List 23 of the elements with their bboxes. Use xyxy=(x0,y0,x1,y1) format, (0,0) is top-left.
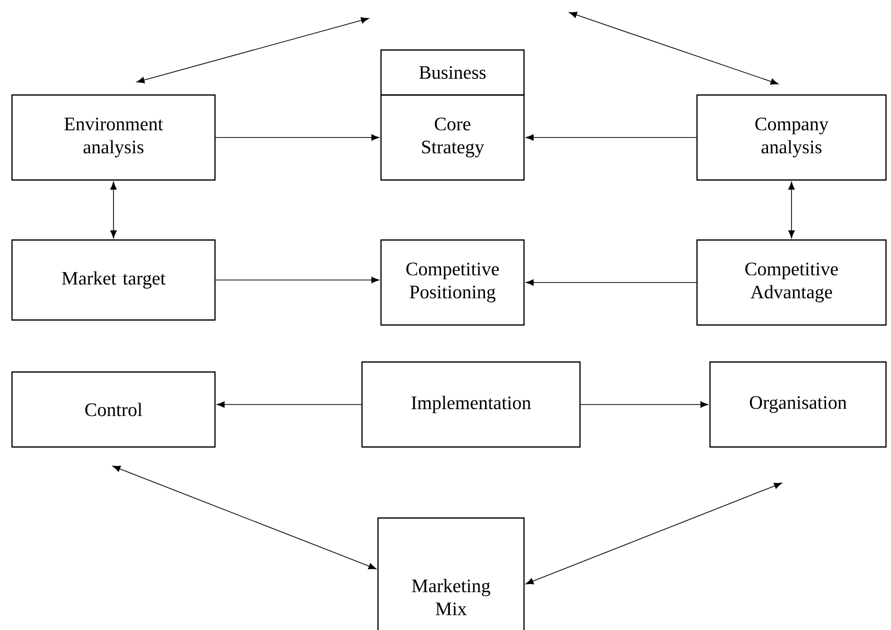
arrow xyxy=(110,182,117,238)
arrow xyxy=(216,401,362,408)
arrow xyxy=(215,276,380,284)
process-box: Organisation xyxy=(709,361,887,448)
arrow xyxy=(112,466,376,570)
arrow xyxy=(136,17,369,84)
process-box: Implementation xyxy=(361,361,581,448)
process-box: Core Strategy xyxy=(380,94,525,181)
process-box: Competitive Positioning xyxy=(380,239,525,326)
process-box: Company analysis xyxy=(696,94,887,181)
process-box: Control xyxy=(11,371,216,448)
arrow xyxy=(526,482,782,584)
arrow xyxy=(526,134,697,141)
process-box: Competitive Advantage xyxy=(696,239,887,326)
arrow xyxy=(569,12,778,85)
arrow xyxy=(580,401,708,408)
process-box: Environment analysis xyxy=(11,94,216,181)
process-box: Market target xyxy=(11,239,216,321)
arrow xyxy=(788,182,795,238)
process-box: Business xyxy=(380,49,525,96)
arrow xyxy=(215,134,380,141)
process-box: Marketing Mix xyxy=(377,517,525,630)
arrow xyxy=(526,279,697,286)
